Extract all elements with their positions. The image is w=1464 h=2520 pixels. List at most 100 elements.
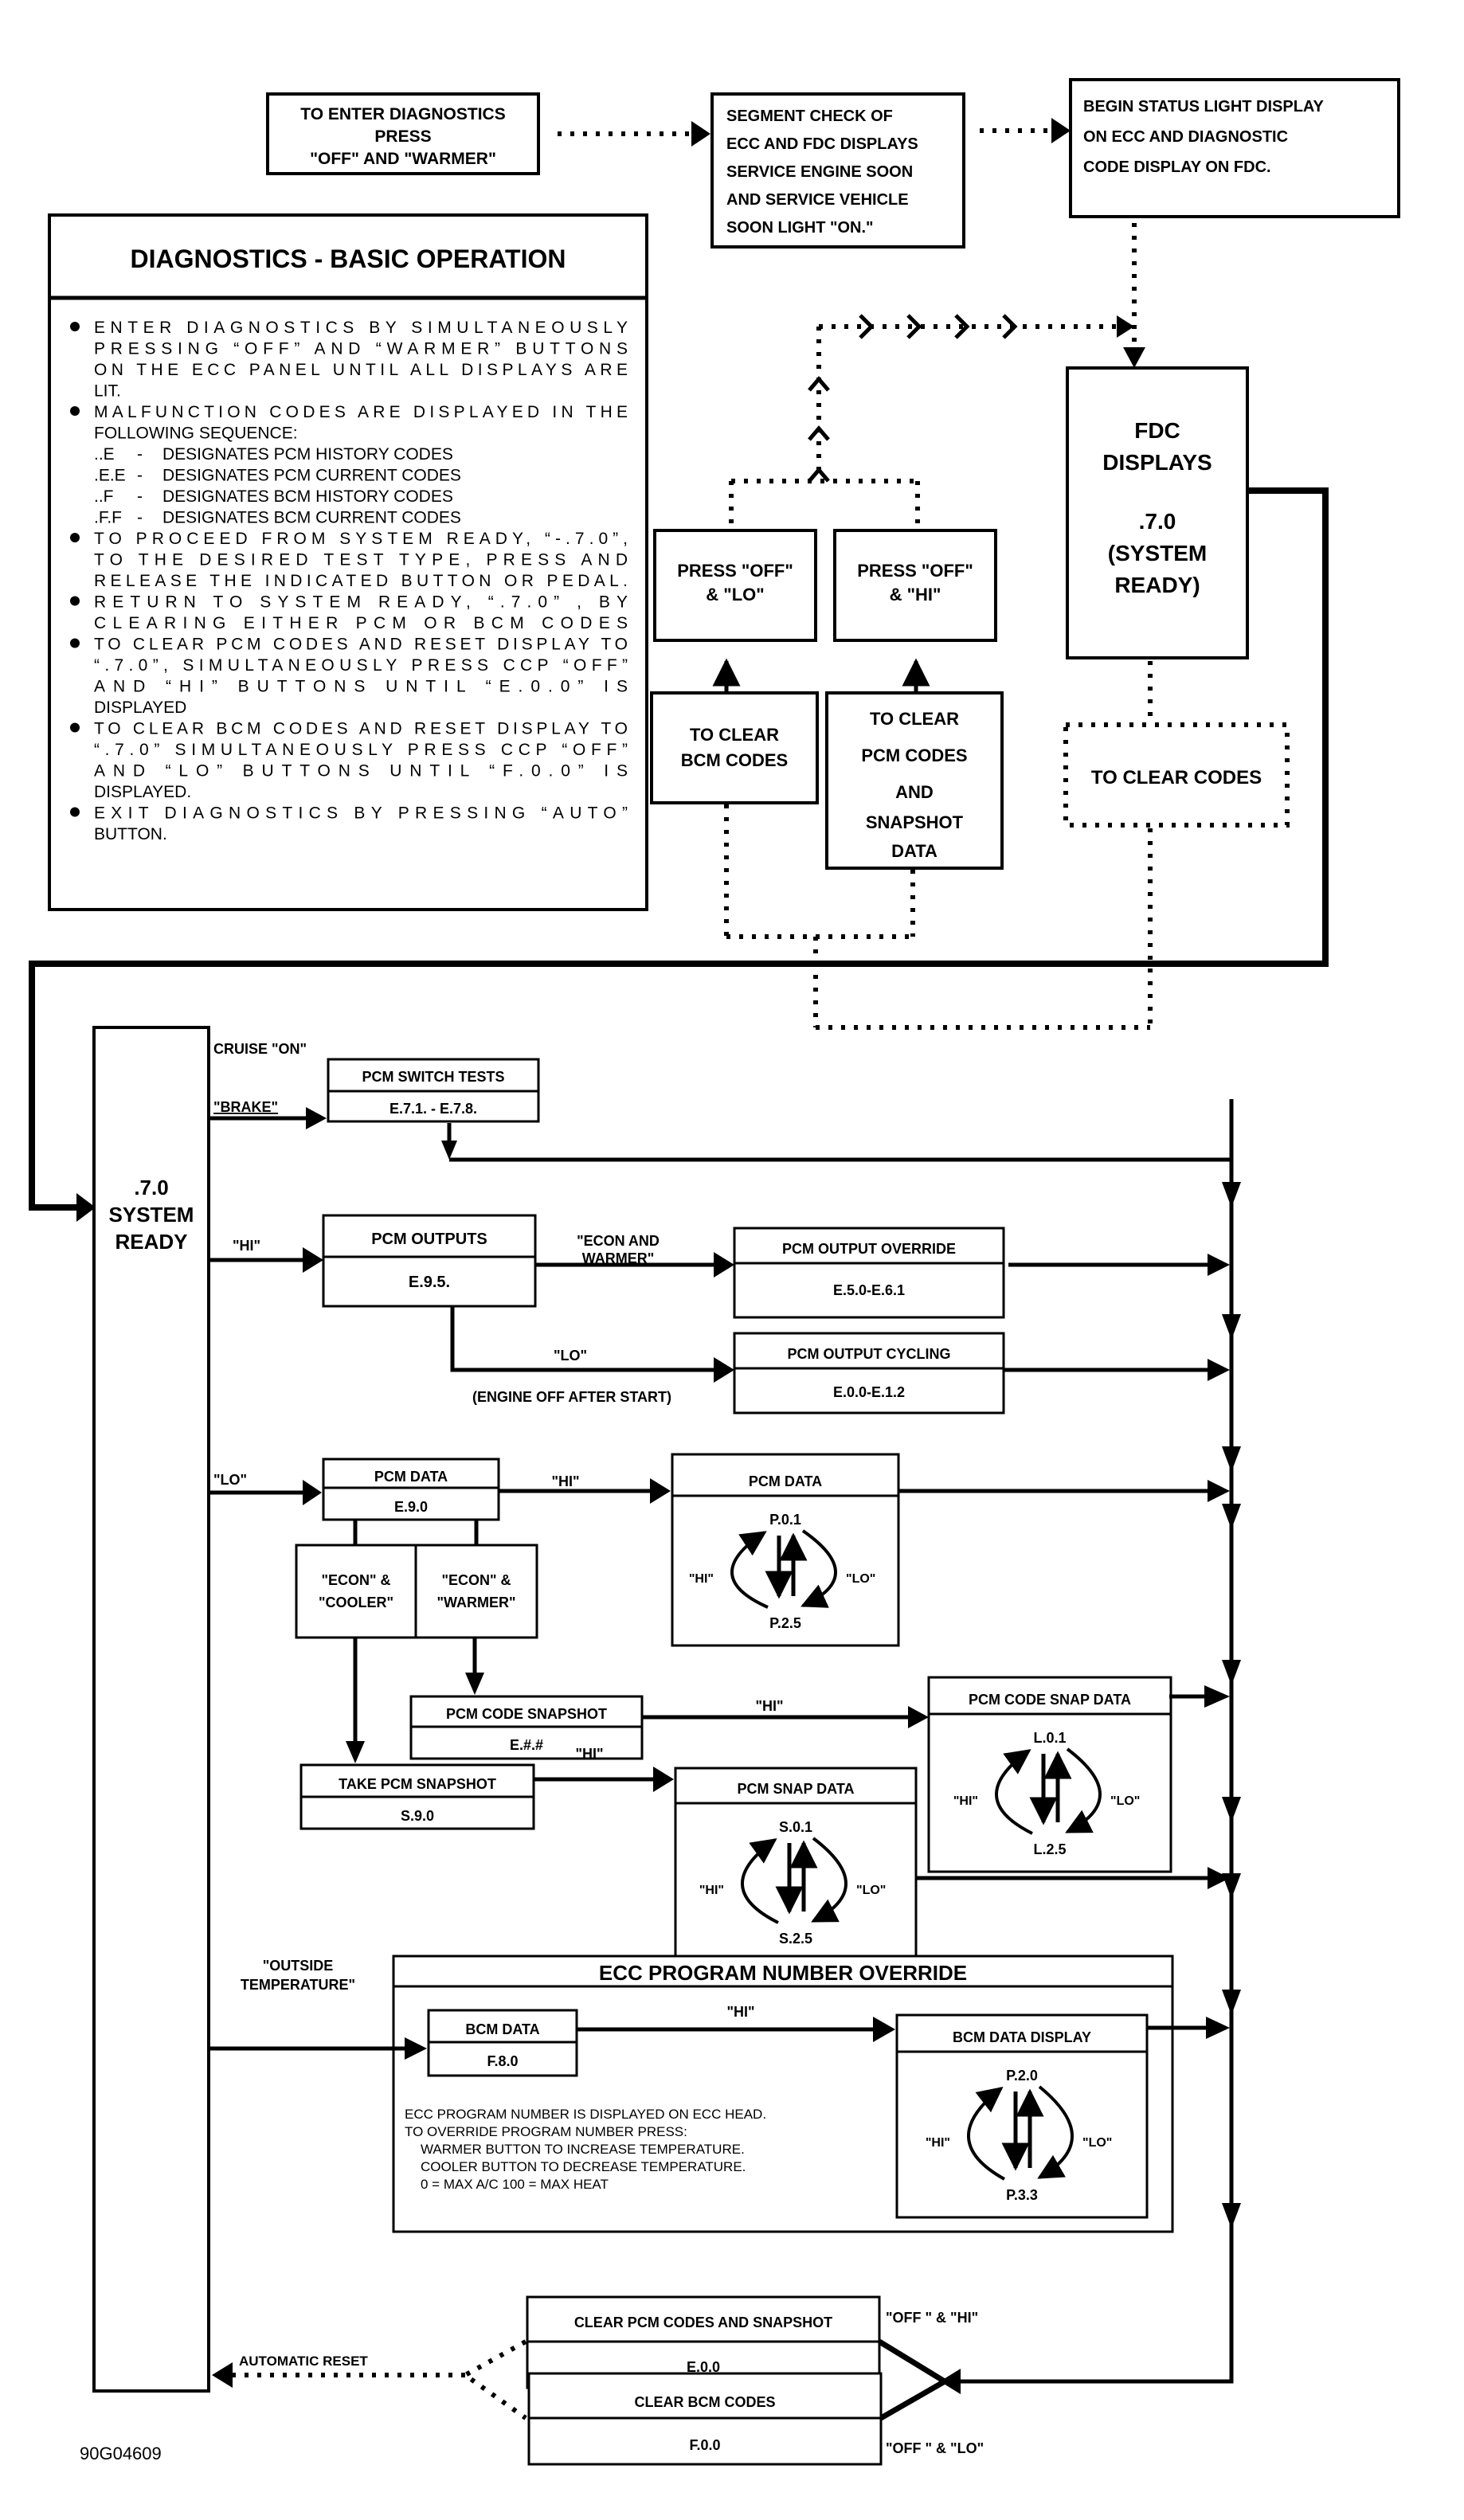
arrowhead-icon: [303, 1247, 323, 1273]
box-code: F.0.0: [689, 2437, 720, 2453]
arrowhead-icon: [650, 1478, 671, 1504]
arrowhead-icon: [1208, 1359, 1230, 1381]
fdc-line: DISPLAYS: [1102, 450, 1212, 475]
cycle-arc-hi-icon: [730, 1531, 769, 1609]
fork-lines: [878, 2339, 950, 2421]
to-clear-bcm-line: TO CLEAR: [690, 725, 779, 745]
arrowhead-icon: [1208, 1867, 1230, 1889]
return-to-clear: [953, 2334, 1234, 2384]
cycle-arc-lo-icon: [811, 1837, 847, 1923]
fdc-line: READY): [1114, 573, 1200, 597]
econ-cooler-line: "ECON" &: [321, 1572, 390, 1588]
arrowhead-icon: [1206, 2017, 1230, 2039]
press-off-hi-line: PRESS "OFF": [857, 561, 973, 581]
box-title: PCM OUTPUTS: [371, 1231, 487, 1248]
basic-operation-line: CLEARING EITHER PCM OR BCM CODES: [94, 614, 628, 632]
begin-line: CODE DISPLAY ON FDC.: [1083, 158, 1271, 176]
box-code: E.9.5.: [409, 1274, 450, 1291]
code-prefix: .F.F: [94, 509, 122, 527]
arrowhead-icon: [465, 1673, 484, 1695]
cycle-arc-hi-icon: [741, 1838, 779, 1924]
code-dash: -: [137, 467, 143, 485]
fdc-line: FDC: [1134, 418, 1180, 443]
press-off-lo-line: & "LO": [706, 585, 764, 605]
figure-id: 90G04609: [80, 2444, 162, 2463]
box-title: PCM CODE SNAP DATA: [969, 1692, 1131, 1708]
code-description: DESIGNATES BCM CURRENT CODES: [162, 509, 461, 527]
to-clear-bcm-line: BCM CODES: [681, 750, 788, 770]
econ-warmer-label: WARMER": [582, 1250, 655, 1266]
cycle-right-label: "LO": [1110, 1794, 1140, 1808]
basic-operation-line: DISPLAYED: [94, 698, 186, 717]
press-off-hi-line: & "HI": [890, 585, 941, 605]
ecc-note-line: 0 = MAX A/C 100 = MAX HEAT: [421, 2177, 609, 2192]
arrowhead-icon: [303, 1480, 322, 1505]
arrowhead-icon: [940, 2369, 961, 2394]
begin-status-box: BEGIN STATUS LIGHT DISPLAY ON ECC AND DI…: [1069, 78, 1400, 218]
arrowhead-icon: [653, 1767, 674, 1792]
to-clear-bcm-box: TO CLEAR BCM CODES: [650, 691, 819, 804]
cycle-bottom-code: S.2.5: [779, 1931, 812, 1947]
bullet-icon: [70, 533, 80, 542]
code-dash: -: [137, 509, 143, 527]
basic-operation-line: “.7.0” SIMULTANEOUSLY PRESS CCP “OFF”: [94, 741, 628, 759]
cycle-top-code: S.0.1: [779, 1819, 812, 1835]
cycle-arc-lo-icon: [801, 1529, 837, 1608]
box-title: BCM DATA: [465, 2021, 539, 2037]
code-description: DESIGNATES PCM CURRENT CODES: [162, 467, 461, 485]
thick-connector-fdc-to-system-ready: [29, 487, 1329, 1211]
off-lo-label: "OFF " & "LO": [886, 2440, 984, 2456]
box-title: PCM DATA: [749, 1473, 822, 1489]
box-title: PCM CODE SNAPSHOT: [446, 1706, 607, 1722]
pcm-output-override-box: PCM OUTPUT OVERRIDE E.5.0-E.6.1: [733, 1227, 1005, 1319]
code-prefix: ..E: [94, 445, 115, 464]
fdc-line: (SYSTEM: [1108, 541, 1207, 565]
cycle-arc-lo-icon: [1037, 2085, 1074, 2179]
segment-check-box: SEGMENT CHECK OF ECC AND FDC DISPLAYS SE…: [710, 92, 965, 248]
econ-cooler-line: "COOLER": [319, 1595, 393, 1610]
box-title: BCM DATA DISPLAY: [953, 2029, 1091, 2045]
cycle-right-label: "LO": [856, 1884, 886, 1897]
segment-line: ECC AND FDC DISPLAYS: [726, 135, 918, 153]
code-prefix: ..F: [94, 487, 114, 506]
box-title: PCM DATA: [374, 1469, 448, 1485]
segment-line: AND SERVICE VEHICLE: [726, 191, 909, 209]
ecc-note-line: TO OVERRIDE PROGRAM NUMBER PRESS:: [405, 2124, 687, 2139]
engine-off-label: (ENGINE OFF AFTER START): [472, 1389, 671, 1405]
cruise-on-label: CRUISE "ON": [213, 1041, 307, 1057]
econ-cooler-box: "ECON" & "COOLER": [295, 1544, 417, 1639]
hi-label: "HI": [575, 1746, 603, 1762]
fdc-line: .7.0: [1139, 509, 1176, 534]
basic-operation-line: “.7.0”, SIMULTANEOUSLY PRESS CCP “OFF”: [94, 656, 628, 675]
basic-operation-line: MALFUNCTION CODES ARE DISPLAYED IN THE: [94, 403, 628, 421]
bullet-icon: [70, 722, 80, 733]
cycle-arc-hi-icon: [967, 2087, 1005, 2181]
cycle-left-label: "HI": [689, 1572, 714, 1586]
take-pcm-snapshot-box: TAKE PCM SNAPSHOT S.9.0: [299, 1763, 535, 1830]
segment-line: SOON LIGHT "ON.": [726, 219, 874, 237]
lo-label: "LO": [554, 1348, 587, 1364]
arrowhead-icon: [76, 1193, 96, 1222]
to-clear-pcm-line: AND: [895, 782, 934, 802]
cycle-left-label: "HI": [953, 1794, 978, 1808]
begin-line: BEGIN STATUS LIGHT DISPLAY: [1083, 98, 1325, 115]
arrowhead-icon: [1208, 1254, 1230, 1276]
to-clear-pcm-line: TO CLEAR: [870, 709, 959, 729]
switch-test-return: [449, 1099, 1234, 1162]
cycle-right-label: "LO": [1082, 2136, 1112, 2150]
arrowhead-icon: [1051, 118, 1071, 143]
basic-operation-line: ON THE ECC PANEL UNTIL ALL DISPLAYS ARE: [94, 361, 628, 379]
basic-operation-line: LIT.: [94, 382, 121, 401]
system-ready-column: .7.0 SYSTEM READY: [92, 1026, 210, 2393]
basic-operation-line: TO PROCEED FROM SYSTEM READY, “-.7.0”,: [94, 530, 628, 548]
hi-label: "HI": [551, 1473, 579, 1489]
code-dash: -: [137, 487, 143, 506]
econ-warmer-line: "ECON" &: [441, 1572, 511, 1588]
to-clear-codes-box: TO CLEAR CODES: [1063, 722, 1290, 828]
hi-label: "HI": [233, 1238, 260, 1254]
arrowhead-icon: [1117, 315, 1134, 338]
